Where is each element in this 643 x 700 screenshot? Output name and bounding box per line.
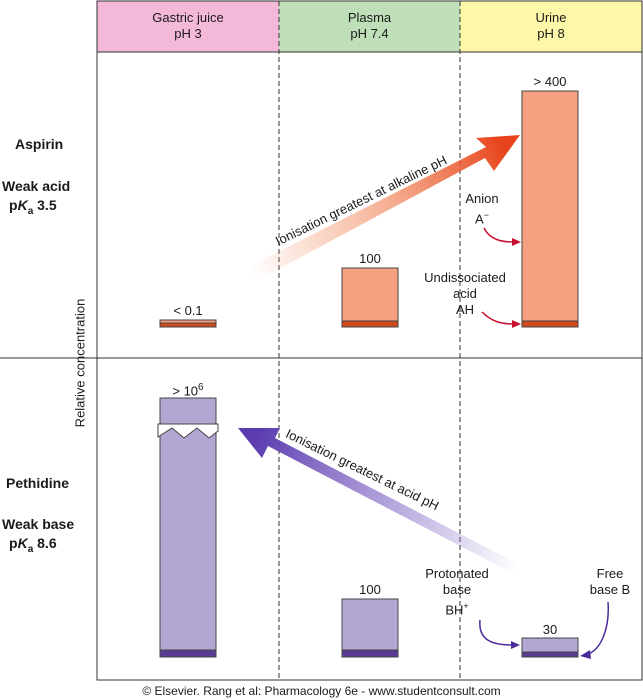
pethidine-plasma-bar	[341, 598, 399, 658]
anion-pointer-arrow	[483, 227, 515, 243]
aspirin-urine-bar-base	[521, 320, 579, 328]
undissociated-line2: acid	[453, 286, 477, 301]
aspirin-plasma-bar-base	[341, 320, 399, 328]
aspirin-gastric-value: < 0.1	[173, 303, 203, 318]
pethidine-gastric-bar-base	[159, 649, 217, 658]
header-plasma-name: Plasma	[347, 10, 392, 25]
free-base-label: Free base B	[580, 566, 640, 598]
aspirin-pka-value: 3.5	[33, 197, 57, 213]
pethidine-pka-value: 8.6	[33, 535, 57, 551]
anion-pointer-arrowhead	[512, 238, 521, 246]
protonated-symbol: BH+	[414, 598, 500, 618]
header-urine-name: Urine	[535, 10, 567, 25]
pethidine-urine-bar-base	[521, 651, 579, 658]
undissociated-line3: AH	[455, 302, 475, 317]
frame	[96, 0, 643, 681]
pethidine-gastric-value-exp: 6	[198, 382, 204, 393]
aspirin-urine-value: > 400	[533, 74, 567, 89]
pethidine-drug-type: Weak base	[2, 516, 75, 532]
pethidine-gastric-value-base: > 10	[172, 383, 199, 399]
anion-symbol: A−	[457, 207, 507, 227]
pethidine-gastric-value: > 106	[150, 380, 226, 399]
pethidine-gastric-bar	[159, 397, 217, 658]
pethidine-drug-name: Pethidine	[6, 475, 70, 491]
aspirin-ionisation-arrow	[238, 135, 520, 284]
free-base-line2: base B	[589, 582, 631, 597]
pethidine-ionisation-arrow	[238, 428, 522, 574]
axis-break-mark	[157, 423, 219, 439]
free-base-pointer-arrowhead	[580, 650, 591, 659]
anion-label-text: Anion	[465, 191, 499, 206]
header-gastric-ph: pH 3	[174, 26, 202, 41]
header-plasma: Plasma pH 7.4	[279, 1, 460, 52]
pethidine-pka-prefix: p	[9, 535, 18, 551]
header-plasma-ph: pH 7.4	[350, 26, 389, 41]
undissociated-acid-label: Undissociated acid AH	[413, 270, 517, 318]
pethidine-urine-value: 30	[542, 622, 558, 637]
protonated-pointer-arrow	[479, 619, 513, 646]
aspirin-drug-type: Weak acid	[2, 178, 71, 194]
protonated-symbol-sup: +	[463, 601, 469, 611]
copyright-footer: © Elsevier. Rang et al: Pharmacology 6e …	[142, 684, 501, 698]
aspirin-pka-k: K	[17, 197, 28, 213]
y-axis-label: Relative concentration	[72, 298, 88, 428]
aspirin-pka-prefix: p	[9, 197, 18, 213]
aspirin-plasma-bar	[341, 267, 399, 328]
pethidine-pka: pKa 8.6	[9, 534, 57, 559]
header-urine: Urine pH 8	[460, 1, 642, 52]
undissociated-line1: Undissociated	[424, 270, 506, 285]
undissociated-pointer-arrow	[481, 311, 515, 325]
header-gastric-name: Gastric juice	[152, 10, 224, 25]
pethidine-plasma-value: 100	[359, 582, 381, 597]
aspirin-gastric-bar-base	[159, 322, 217, 328]
anion-label: Anion A−	[457, 191, 507, 227]
anion-symbol-sup: −	[483, 210, 489, 220]
pethidine-plasma-bar-base	[341, 649, 399, 658]
protonated-line2: base	[442, 582, 472, 597]
header-urine-ph: pH 8	[537, 26, 565, 41]
free-base-pointer-arrow	[587, 601, 609, 655]
pethidine-pka-k: K	[17, 535, 28, 551]
pethidine-pka-sub: a	[27, 543, 34, 555]
header-gastric: Gastric juice pH 3	[97, 1, 279, 52]
protonated-symbol-text: BH	[445, 602, 464, 618]
aspirin-plasma-value: 100	[359, 251, 381, 266]
aspirin-pka-sub: a	[27, 205, 34, 217]
protonated-line1: Protonated	[425, 566, 489, 581]
aspirin-pka: pKa 3.5	[9, 196, 57, 221]
aspirin-urine-bar	[521, 90, 579, 328]
free-base-line1: Free	[596, 566, 624, 581]
protonated-base-label: Protonated base BH+	[414, 566, 500, 618]
anion-symbol-letter: A	[475, 211, 484, 227]
protonated-pointer-arrowhead	[511, 641, 520, 649]
aspirin-drug-name: Aspirin	[15, 136, 64, 152]
undissociated-pointer-arrowhead	[512, 320, 521, 328]
